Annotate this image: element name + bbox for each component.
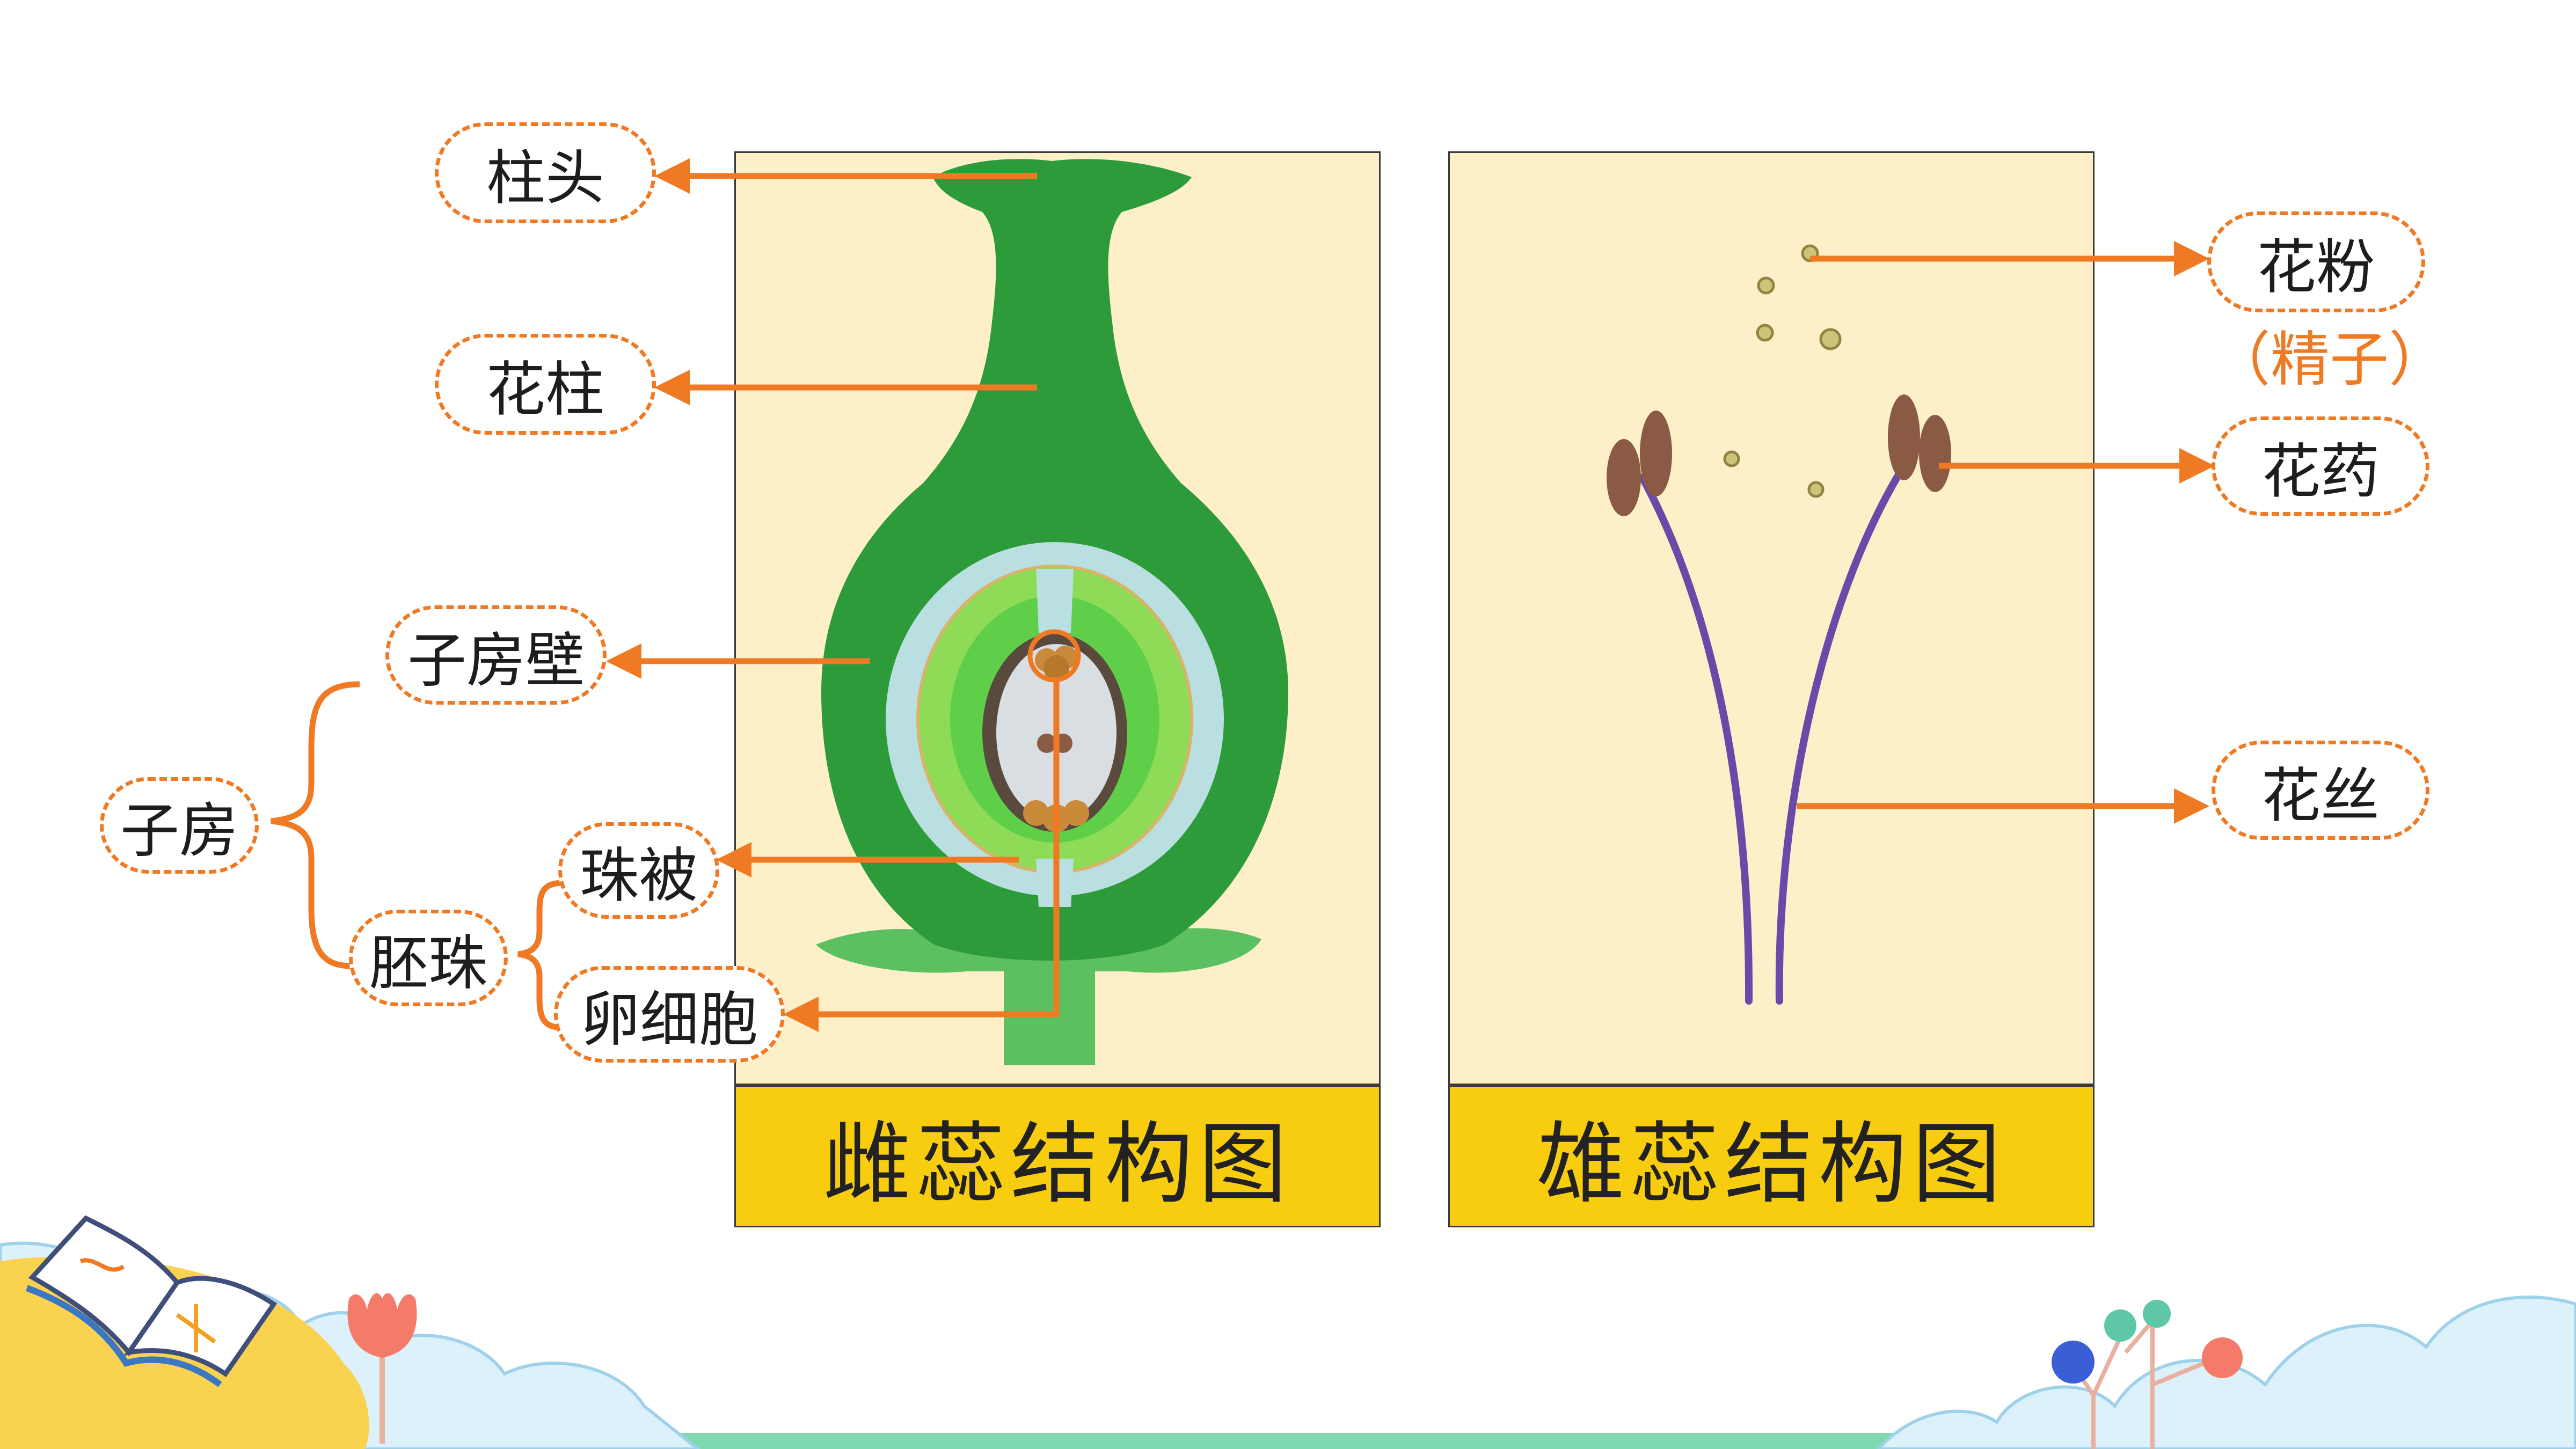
stamen-arrows bbox=[1797, 241, 2215, 824]
pistil-caption: 雌蕊结构图 bbox=[734, 1085, 1381, 1227]
anther-left bbox=[1607, 439, 1641, 516]
label-ovule: 胚珠 bbox=[349, 910, 508, 1006]
tulip-icon bbox=[347, 1293, 417, 1444]
stamen-panel bbox=[1448, 151, 2095, 1085]
anther-right bbox=[1888, 394, 1920, 480]
label-ovary: 子房 bbox=[100, 777, 259, 874]
pollen-grains bbox=[1723, 244, 1842, 498]
stamen-caption: 雄蕊结构图 bbox=[1448, 1085, 2095, 1227]
book-icon bbox=[25, 1215, 278, 1387]
label-egg-cell: 卵细胞 bbox=[554, 966, 785, 1063]
label-pollen-note: （精子） bbox=[2212, 325, 2448, 394]
pistil-drawing bbox=[816, 159, 1288, 1065]
label-anther: 花药 bbox=[2212, 416, 2429, 516]
lollipop-tree-icon bbox=[2052, 1300, 2243, 1449]
label-integument: 珠被 bbox=[558, 822, 719, 919]
pistil-arrows bbox=[271, 158, 1060, 1032]
label-style: 花柱 bbox=[435, 334, 656, 435]
label-ovary-wall: 子房壁 bbox=[385, 605, 607, 705]
stamen-drawing bbox=[1607, 244, 1951, 1005]
label-pollen: 花粉 bbox=[2207, 211, 2425, 312]
label-stigma: 柱头 bbox=[435, 122, 656, 223]
label-filament: 花丝 bbox=[2212, 741, 2429, 840]
